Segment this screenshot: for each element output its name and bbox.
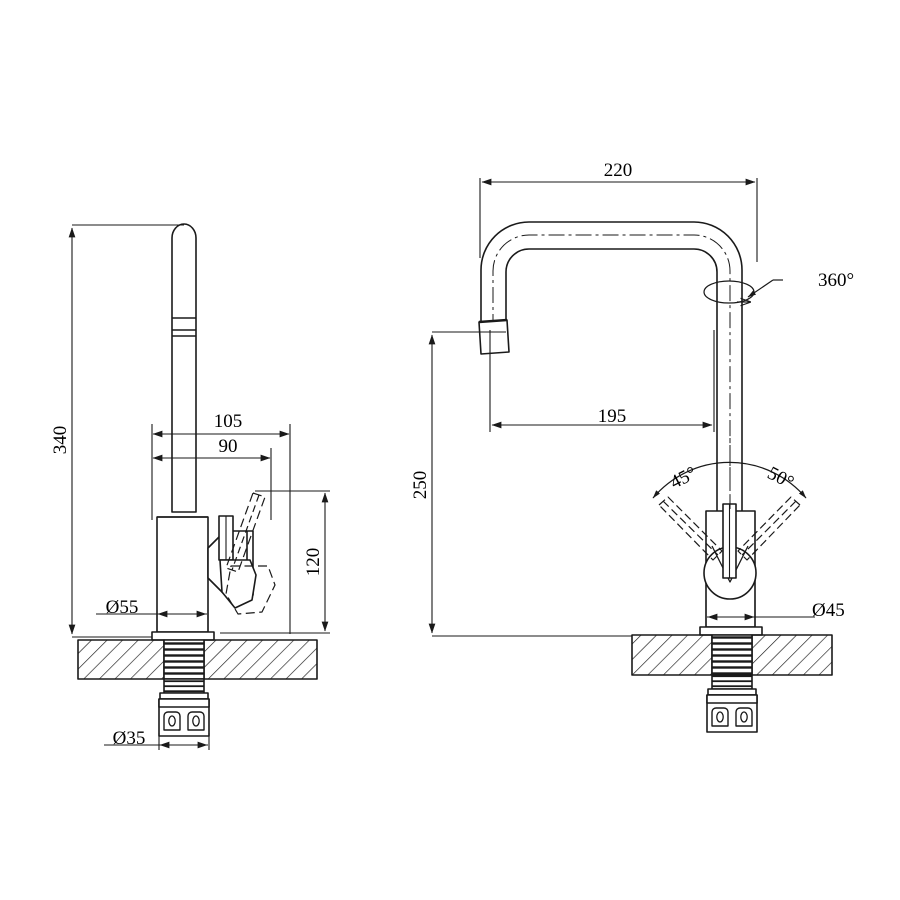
side-view-dimension-labels: 340 105 90 120 Ø55 Ø35 bbox=[50, 411, 324, 749]
side-view-dimensions bbox=[68, 224, 330, 750]
side-lever-ghost bbox=[225, 492, 276, 615]
front-view bbox=[478, 221, 833, 733]
dim-swivel-leader bbox=[747, 279, 783, 298]
side-threaded-shank bbox=[163, 639, 205, 694]
side-body-block bbox=[156, 516, 209, 633]
label-base-diameter: Ø45 bbox=[812, 600, 845, 621]
label-spout-reach-outer: 105 bbox=[214, 411, 243, 432]
label-spout-height: 250 bbox=[410, 471, 431, 500]
side-escutcheon bbox=[151, 631, 215, 641]
side-spout-tube bbox=[171, 223, 197, 513]
front-escutcheon bbox=[699, 626, 763, 636]
label-spout-projection: 195 bbox=[598, 406, 627, 427]
label-spout-reach-inner: 90 bbox=[219, 436, 238, 457]
front-countertop bbox=[631, 634, 833, 676]
dim-spout-height bbox=[428, 331, 632, 637]
side-lever-solid bbox=[218, 515, 257, 609]
dim-base-diameter bbox=[705, 600, 815, 627]
dim-spout-width bbox=[479, 178, 758, 262]
front-lever-ghost-left bbox=[658, 496, 723, 561]
front-connector-housing bbox=[706, 688, 758, 733]
label-spout-width: 220 bbox=[604, 160, 633, 181]
dim-spout-reach-inner bbox=[152, 448, 272, 520]
dim-spout-reach-outer bbox=[151, 424, 291, 634]
label-swivel-angle: 360° bbox=[818, 270, 854, 291]
front-spout-centerline bbox=[492, 234, 731, 640]
front-threaded-shank bbox=[711, 634, 753, 690]
side-view bbox=[77, 223, 318, 737]
label-body-diameter: Ø55 bbox=[106, 597, 139, 618]
label-shank-diameter: Ø35 bbox=[113, 728, 146, 749]
front-lever-stem bbox=[722, 503, 737, 579]
front-lever-ghost-right bbox=[737, 496, 801, 561]
dim-shank-diameter bbox=[104, 733, 210, 750]
side-connector-housing bbox=[158, 692, 210, 737]
front-spout-outer bbox=[480, 221, 743, 637]
dim-total-height bbox=[68, 224, 184, 638]
front-view-dimensions bbox=[428, 178, 815, 637]
label-handle-height: 120 bbox=[303, 548, 324, 577]
dim-lever-angles bbox=[652, 420, 807, 512]
dim-body-diameter bbox=[96, 610, 209, 632]
dim-handle-height bbox=[220, 490, 330, 634]
front-spout-tip bbox=[478, 318, 510, 355]
dim-spout-projection bbox=[489, 330, 715, 432]
label-total-height: 340 bbox=[50, 426, 71, 455]
